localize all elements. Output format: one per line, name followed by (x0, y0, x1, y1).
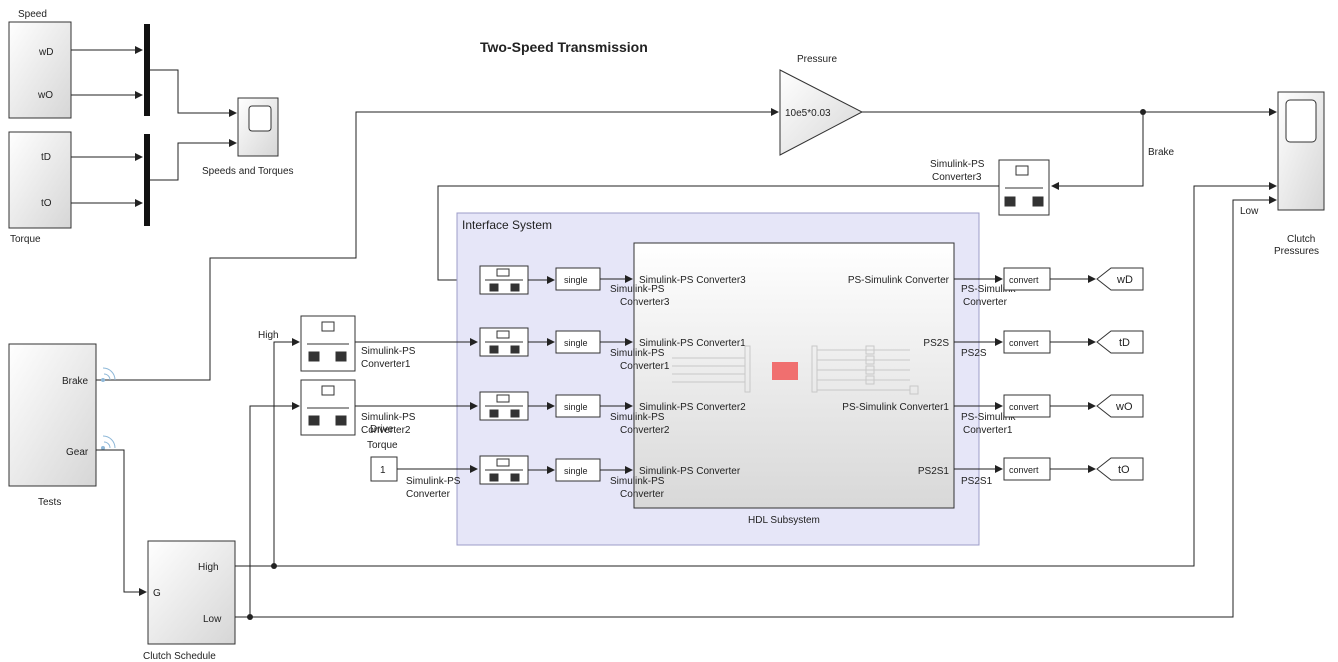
svg-text:convert: convert (1009, 275, 1039, 285)
torque-block[interactable] (8, 131, 72, 229)
mux-torque[interactable] (144, 134, 150, 226)
hdl-out-port-2: PS2S (923, 338, 949, 349)
hdl-subsystem-label: HDL Subsystem (748, 515, 820, 526)
svg-text:PS2S: PS2S (961, 348, 987, 359)
wireless-icon (101, 367, 116, 450)
clutch-scope-label-1: Clutch (1287, 234, 1315, 245)
svg-text:Simulink-PS: Simulink-PS (361, 412, 416, 423)
interface-row-2: single Simulink-PS Converter1 (479, 327, 670, 372)
svg-text:convert: convert (1009, 338, 1039, 348)
output-row-4: PS2S1 convert tO (954, 457, 1144, 487)
svg-text:wO: wO (1115, 401, 1133, 413)
svg-text:single: single (564, 402, 588, 412)
output-row-2: PS2S convert tD (954, 330, 1144, 359)
torque-port-to: tO (41, 198, 52, 209)
svg-text:Drive: Drive (370, 424, 394, 435)
svg-text:Low: Low (203, 614, 222, 625)
svg-text:Simulink-PS: Simulink-PS (406, 476, 461, 487)
tests-label: Tests (38, 497, 61, 508)
output-row-1: PS-Simulink Converter convert wD (954, 267, 1144, 308)
hdl-out-port-3: PS-Simulink Converter1 (842, 402, 949, 413)
clutch-schedule-block[interactable] (147, 540, 236, 645)
hdl-marker (772, 362, 798, 380)
svg-text:Low: Low (1240, 206, 1259, 217)
svg-text:Gear: Gear (66, 447, 89, 458)
interface-system-label: Interface System (462, 218, 552, 232)
svg-text:High: High (198, 562, 219, 573)
clutch-schedule-label: Clutch Schedule (143, 651, 216, 662)
speed-port-wd: wD (38, 47, 53, 58)
svg-text:wD: wD (1116, 274, 1133, 286)
mux-speed[interactable] (144, 24, 150, 116)
interface-row-4: single Simulink-PS Converter (479, 455, 665, 500)
speed-port-wo: wO (37, 90, 53, 101)
svg-text:tO: tO (1118, 464, 1130, 476)
svg-text:Converter2: Converter2 (361, 425, 411, 436)
torque-block-label: Torque (10, 234, 41, 245)
ps-converter-icon (307, 385, 349, 426)
speed-block-label: Speed (18, 9, 47, 20)
scope-screen-icon (1285, 99, 1317, 143)
hdl-in-port-4: Simulink-PS Converter (639, 466, 741, 477)
diagram-title: Two-Speed Transmission (480, 39, 648, 55)
ps-top-label-1: Simulink-PS (930, 159, 985, 170)
interface-row-3: single Simulink-PS Converter2 (479, 391, 670, 436)
svg-text:Converter: Converter (406, 489, 451, 500)
hdl-internal-preview (672, 345, 919, 395)
goto-tag[interactable] (1096, 267, 1144, 291)
hdl-in-port-3: Simulink-PS Converter2 (639, 402, 746, 413)
speeds-torques-label: Speeds and Torques (202, 166, 294, 177)
svg-text:Simulink-PS: Simulink-PS (610, 476, 665, 487)
svg-text:Converter1: Converter1 (620, 361, 670, 372)
svg-text:G: G (153, 588, 161, 599)
svg-text:PS-Simulink: PS-Simulink (961, 284, 1016, 295)
pressure-gain-block[interactable] (779, 69, 864, 156)
svg-text:High: High (258, 330, 279, 341)
svg-text:Simulink-PS: Simulink-PS (610, 348, 665, 359)
svg-text:Torque: Torque (367, 440, 398, 451)
svg-text:Simulink-PS: Simulink-PS (610, 284, 665, 295)
svg-text:Converter: Converter (963, 297, 1008, 308)
brake-signal-label: Brake (1148, 147, 1175, 158)
svg-text:single: single (564, 275, 588, 285)
goto-tag[interactable] (1096, 394, 1144, 418)
svg-text:single: single (564, 466, 588, 476)
svg-text:PS-Simulink: PS-Simulink (961, 412, 1016, 423)
pressure-label: Pressure (797, 54, 837, 65)
svg-text:PS2S1: PS2S1 (961, 476, 993, 487)
svg-text:Converter1: Converter1 (963, 425, 1013, 436)
clutch-scope-label-2: Pressures (1274, 246, 1319, 257)
ps-converter-icon (307, 321, 349, 362)
interface-row-1: single Simulink-PS Converter3 (479, 265, 670, 308)
svg-text:Converter1: Converter1 (361, 359, 411, 370)
ps-converter-icon (1004, 165, 1044, 207)
torque-port-td: tD (41, 152, 51, 163)
hdl-in-port-1: Simulink-PS Converter3 (639, 275, 746, 286)
svg-text:convert: convert (1009, 465, 1039, 475)
tests-block[interactable] (8, 343, 97, 487)
svg-text:Simulink-PS: Simulink-PS (610, 412, 665, 423)
hdl-out-port-4: PS2S1 (918, 466, 950, 477)
output-row-3: PS-Simulink Converter1 convert wO (954, 394, 1144, 436)
svg-text:Converter3: Converter3 (620, 297, 670, 308)
svg-text:convert: convert (1009, 402, 1039, 412)
svg-text:1: 1 (380, 465, 386, 476)
goto-tag[interactable] (1096, 330, 1144, 354)
scope-screen-icon (248, 105, 272, 132)
svg-text:Brake: Brake (62, 376, 89, 387)
svg-text:Converter: Converter (620, 489, 665, 500)
hdl-out-port-1: PS-Simulink Converter (848, 275, 950, 286)
svg-text:Converter2: Converter2 (620, 425, 670, 436)
hdl-in-port-2: Simulink-PS Converter1 (639, 338, 746, 349)
speed-block[interactable] (8, 21, 72, 119)
pressure-gain-value: 10e5*0.03 (785, 108, 831, 119)
svg-text:single: single (564, 338, 588, 348)
svg-text:Simulink-PS: Simulink-PS (361, 346, 416, 357)
svg-text:tD: tD (1119, 337, 1130, 349)
goto-tag[interactable] (1096, 457, 1144, 481)
ps-top-label-2: Converter3 (932, 172, 982, 183)
